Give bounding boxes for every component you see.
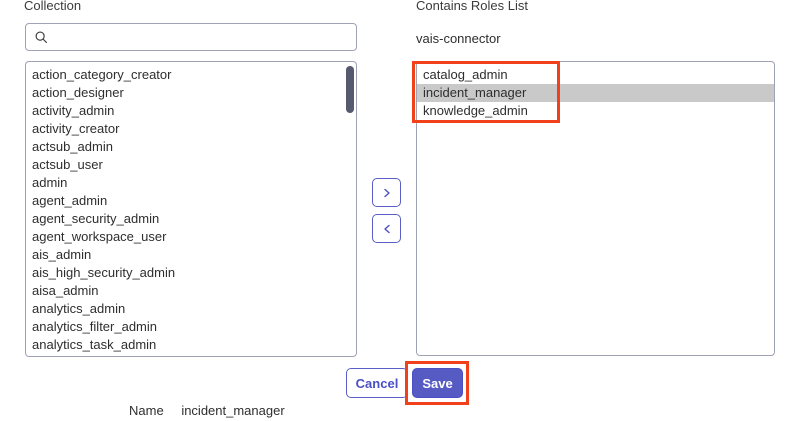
list-item[interactable]: agent_admin [32,193,108,208]
collection-scrollbar-thumb[interactable] [346,66,354,113]
move-right-button[interactable] [372,178,401,207]
move-left-button[interactable] [372,214,401,243]
list-item[interactable]: analytics_viewer [26,354,356,356]
roles-panel-label: Contains Roles List [416,0,528,13]
search-icon [34,30,48,44]
name-row: Name incident_manager [129,403,285,419]
list-item[interactable]: ais_admin [32,247,92,262]
list-item[interactable]: agent_security_admin [32,211,160,226]
list-item[interactable]: actsub_admin [32,139,113,154]
list-item[interactable]: actsub_user [32,157,103,172]
search-input[interactable] [55,29,348,45]
list-item[interactable]: activity_admin [32,103,115,118]
chevron-right-icon [373,187,400,199]
roles-subject-label: vais-connector [416,31,501,46]
cancel-button[interactable]: Cancel [346,368,408,398]
list-item[interactable]: action_designer [32,85,124,100]
list-item[interactable]: admin [32,175,68,190]
list-item[interactable]: knowledge_admin [423,103,528,118]
collection-scrollbar[interactable] [344,63,355,355]
list-item[interactable]: agent_workspace_user [32,229,167,244]
list-item[interactable]: catalog_admin [423,67,508,82]
list-item[interactable]: action_category_creator [32,67,172,82]
list-item[interactable]: analytics_task_admin [32,337,157,352]
name-label: Name [129,403,164,418]
list-item[interactable]: incident_manager [417,84,774,102]
list-item[interactable]: ais_high_security_admin [32,265,176,280]
list-item[interactable]: activity_creator [32,121,120,136]
collection-panel-label: Collection [24,0,82,13]
list-item[interactable]: analytics_admin [32,301,126,316]
list-item[interactable]: analytics_filter_admin [32,319,158,334]
name-value: incident_manager [181,403,285,418]
chevron-left-icon [373,223,400,235]
list-item[interactable]: aisa_admin [32,283,99,298]
collection-search-field[interactable] [25,23,357,51]
save-button[interactable]: Save [412,368,463,398]
